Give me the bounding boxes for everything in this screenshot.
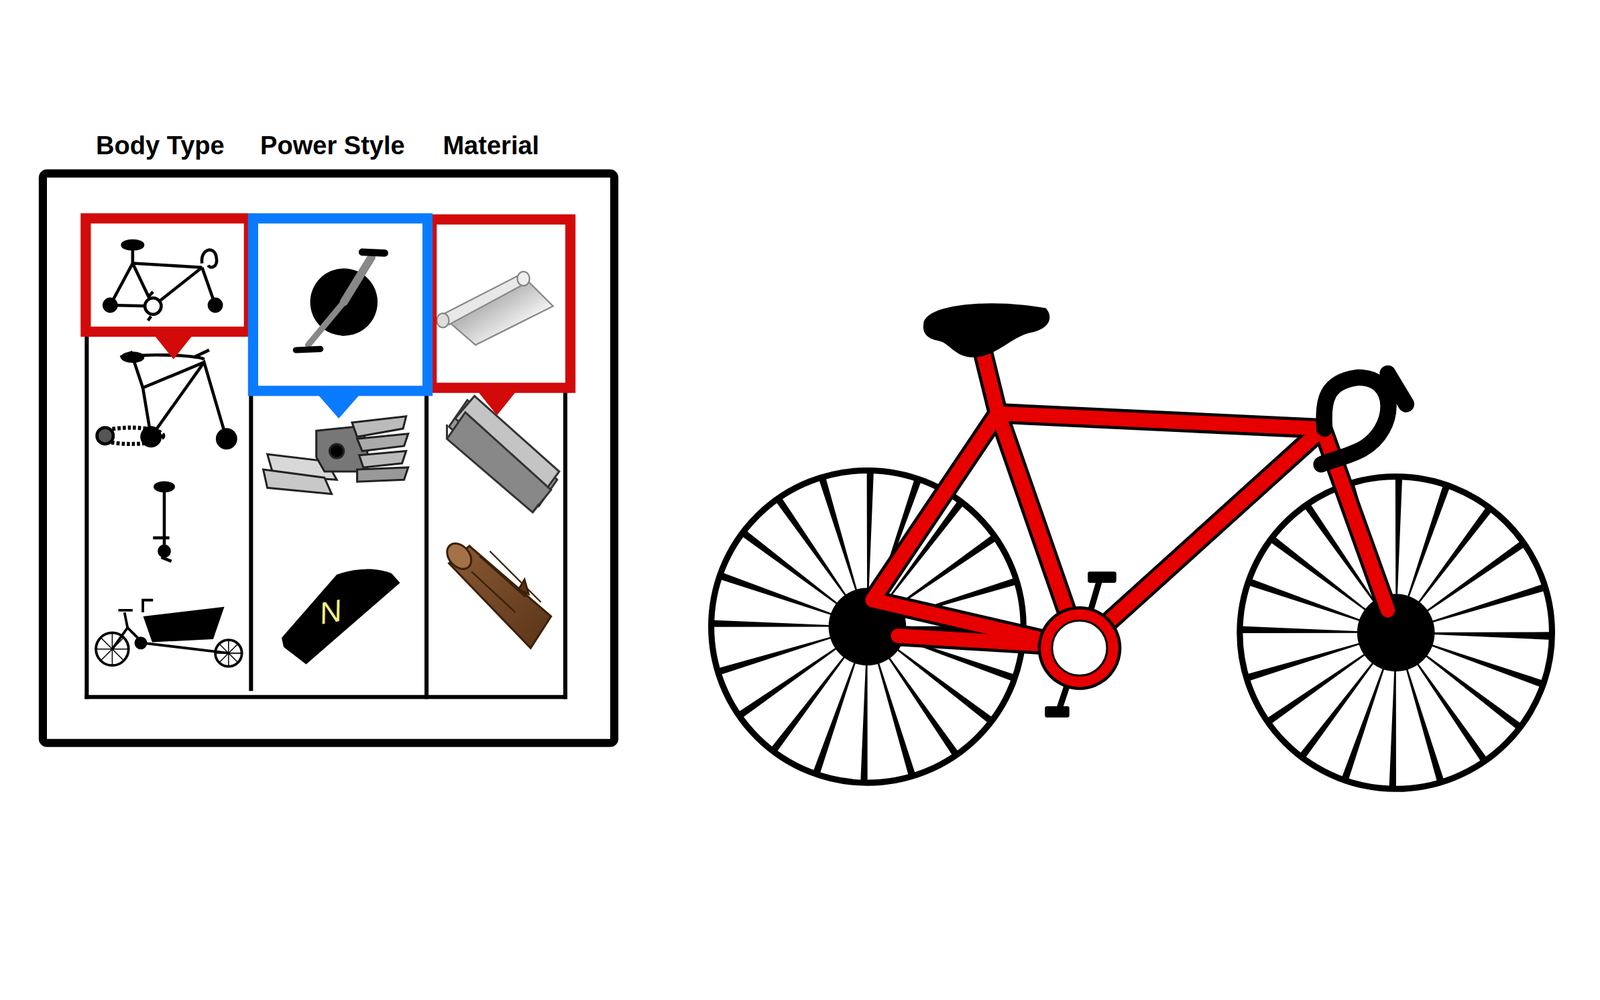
i-beam-icon — [446, 395, 559, 512]
column-header: Body Type — [95, 130, 225, 160]
front-wheel — [1239, 476, 1553, 790]
grid-lines — [84, 326, 568, 699]
foil-roll-icon — [436, 271, 553, 346]
wood-log-icon — [441, 538, 551, 648]
tall-bike-icon — [97, 350, 237, 448]
scooter-icon — [152, 482, 174, 562]
selection-callouts — [85, 218, 571, 419]
pedal-crank-icon — [295, 252, 385, 351]
column-header: Power Style — [260, 130, 406, 160]
road-bike-icon — [103, 240, 222, 321]
bike-frame — [872, 346, 1388, 648]
saddle — [923, 303, 1050, 357]
cargo-bike-icon — [95, 600, 243, 667]
battery-icon — [281, 569, 401, 665]
engine-icon — [263, 416, 409, 495]
column-header: Material — [442, 130, 540, 160]
panel-frame — [42, 173, 615, 744]
crankset — [1038, 571, 1122, 718]
handlebar — [1321, 373, 1407, 465]
